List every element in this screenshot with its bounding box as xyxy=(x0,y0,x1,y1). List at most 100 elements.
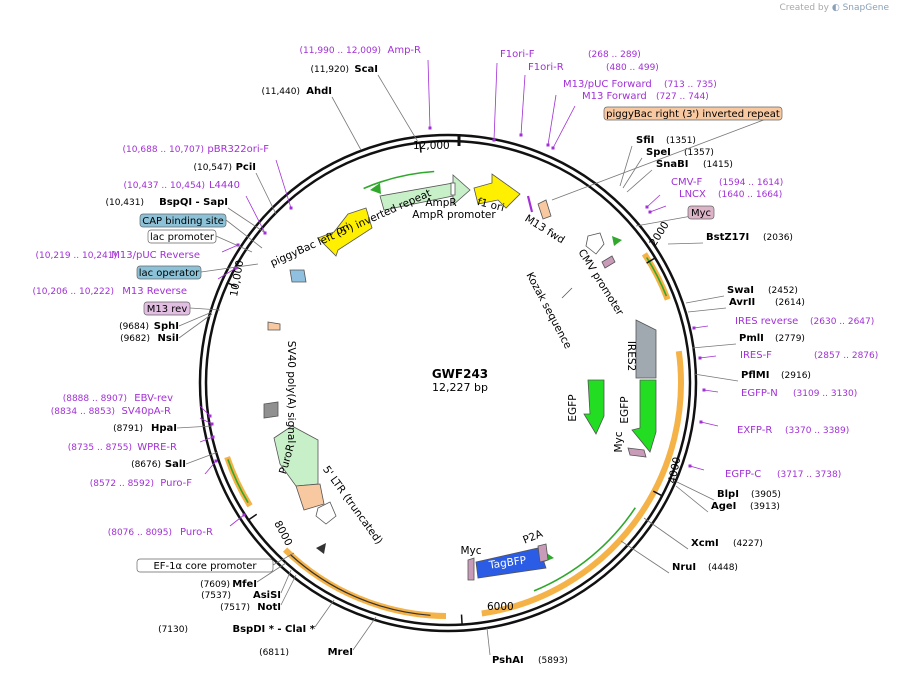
primer-site xyxy=(699,420,703,424)
primer-label: EGFP-C xyxy=(725,469,761,480)
enzyme-leader xyxy=(620,540,670,574)
enzyme-position: (5893) xyxy=(538,656,568,666)
enzyme-label: BstZ17I xyxy=(706,232,749,243)
primer-label: EGFP-N xyxy=(741,388,778,399)
primer-label: IRES-F xyxy=(740,350,772,361)
enzyme-leader xyxy=(178,311,213,327)
primer-label: Puro-R xyxy=(180,527,213,538)
enzyme-label: AvrII xyxy=(729,297,755,308)
enzyme-position: (7609) xyxy=(200,580,230,590)
tick-mark xyxy=(227,282,238,288)
primer-leader xyxy=(646,194,661,208)
feature-sv40 xyxy=(263,401,279,419)
primer-site xyxy=(263,231,267,235)
label-myc-blue: Myc xyxy=(460,545,481,557)
feature-p2a xyxy=(537,543,549,563)
primer-leader xyxy=(199,405,211,417)
feature-tagbfp xyxy=(475,547,547,579)
enzyme-label: PmlI xyxy=(739,333,764,344)
enzyme-position: (1415) xyxy=(703,160,733,170)
primer-leader xyxy=(229,514,245,527)
enzyme-leader xyxy=(626,169,653,193)
enzyme-label: AsiSI xyxy=(253,590,281,601)
band-egfp-orf xyxy=(481,350,684,617)
enzyme-label: SwaI xyxy=(727,285,754,296)
primer-site xyxy=(208,414,212,418)
feature-ltr xyxy=(295,483,325,511)
primer-range: (713 .. 735) xyxy=(664,80,717,90)
band-ef1a-lower xyxy=(283,547,447,619)
feature-piggybac-left xyxy=(267,321,281,331)
feature-label: M13 rev xyxy=(147,304,188,315)
primer-leader xyxy=(275,159,292,209)
feature-leader xyxy=(225,219,263,249)
tick-mark xyxy=(646,257,656,264)
enzyme-label: MfeI xyxy=(232,579,257,590)
feature-leader xyxy=(551,112,783,201)
enzyme-position: (2036) xyxy=(763,233,793,243)
feature-m13-fwd xyxy=(526,195,534,213)
primer-site xyxy=(692,326,696,330)
primer-range: (10,206 .. 10,222) xyxy=(33,287,114,297)
enzyme-label: SnaBI xyxy=(656,159,688,170)
tick-label: 4000 xyxy=(666,456,683,485)
arrow-ampr-line xyxy=(363,170,435,190)
primer-range: (727 .. 744) xyxy=(656,92,709,102)
enzyme-label: PciI xyxy=(236,162,256,173)
feature-label-box xyxy=(136,265,202,280)
primer-site xyxy=(234,266,238,270)
enzyme-position: (9682) xyxy=(120,334,150,344)
enzyme-position: (2779) xyxy=(775,334,805,344)
primer-leader xyxy=(493,62,498,141)
primer-label: M13/pUC Reverse xyxy=(111,250,200,261)
label-cmv-promoter: CMV promoter xyxy=(575,247,626,318)
feature-label: Myc xyxy=(691,208,711,219)
feature-label-box xyxy=(143,301,191,316)
primer-site xyxy=(211,435,215,439)
label-tagbfp: TagBFP xyxy=(487,554,527,571)
feature-label-box xyxy=(147,229,217,244)
feature-kozak-myc xyxy=(601,255,616,269)
primer-range: (8572 .. 8592) xyxy=(90,479,154,489)
label-p2a: P2A xyxy=(521,528,545,547)
enzyme-position: (4448) xyxy=(708,563,738,573)
feature-label: lac operator xyxy=(139,268,200,279)
enzyme-leader xyxy=(352,616,377,651)
label-ori: ori xyxy=(334,221,351,237)
feature-label-box xyxy=(136,558,274,573)
enzyme-label: PshAI xyxy=(492,655,524,666)
enzyme-position: (1357) xyxy=(684,148,714,158)
feature-egfp-outer xyxy=(583,379,605,435)
feature-leader xyxy=(215,235,253,253)
primer-leader xyxy=(217,267,237,280)
enzyme-label: AgeI xyxy=(711,501,736,512)
primer-range: (1640 .. 1664) xyxy=(718,190,782,200)
feature-label: CAP binding site xyxy=(142,216,224,227)
primer-site xyxy=(645,205,649,209)
label-piggybac-left: piggyBac left (5') inverted repeat xyxy=(269,187,433,269)
primer-site xyxy=(546,143,550,147)
primer-site xyxy=(289,206,293,210)
enzyme-leader xyxy=(676,481,715,501)
primer-leader xyxy=(245,195,266,234)
enzyme-leader xyxy=(176,425,213,429)
enzyme-position: (3905) xyxy=(751,490,781,500)
snapgene-credit: Created by ◐ SnapGene xyxy=(779,3,889,13)
primer-leader xyxy=(199,436,214,443)
label-egfp-feature: EGFP xyxy=(567,394,579,421)
enzyme-leader xyxy=(377,74,419,143)
enzyme-label: SfiI xyxy=(636,135,654,146)
label-ires2: IRES2 xyxy=(625,341,637,371)
primer-site xyxy=(214,459,218,463)
feature-myc-bfp xyxy=(467,557,475,581)
primer-leader xyxy=(427,59,431,129)
feature-label-box xyxy=(603,106,783,121)
enzyme-leader xyxy=(693,373,739,382)
feature-piggybac-right xyxy=(537,199,552,220)
label-sv40: SV40 poly(A) signal xyxy=(285,341,297,444)
primer-site xyxy=(688,464,692,468)
primer-leader xyxy=(547,94,557,146)
primer-label: EBV-rev xyxy=(134,393,173,404)
enzyme-leader xyxy=(687,307,727,313)
